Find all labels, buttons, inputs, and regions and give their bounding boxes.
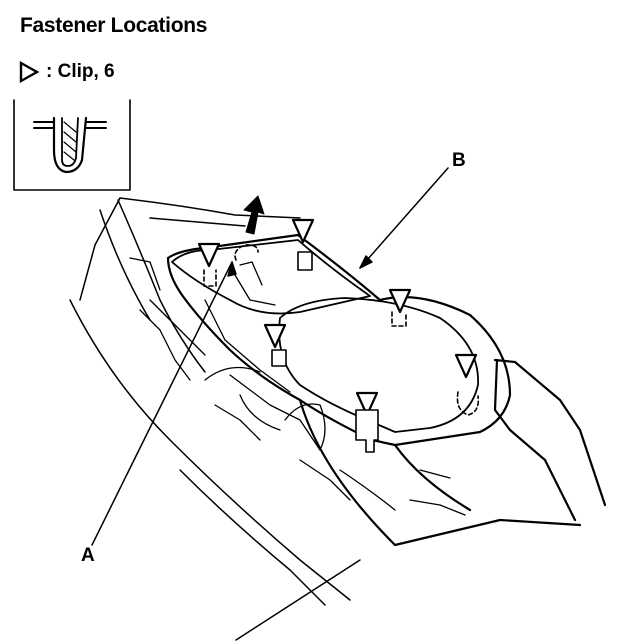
legend: : Clip, 6 bbox=[18, 60, 115, 84]
clip-marker bbox=[197, 242, 221, 268]
console-body bbox=[166, 233, 607, 547]
clip-marker bbox=[388, 288, 412, 314]
callout-leaders bbox=[91, 167, 449, 546]
page-title: Fastener Locations bbox=[20, 14, 208, 37]
callout-b-label: B bbox=[452, 150, 466, 171]
hidden-clip-outlines bbox=[203, 244, 480, 416]
clip-marker bbox=[454, 353, 478, 379]
legend-text: : Clip, 6 bbox=[46, 61, 115, 82]
clip-marker bbox=[263, 323, 287, 349]
clip-markers bbox=[197, 218, 478, 417]
clip-marker bbox=[291, 218, 315, 244]
clip-bodies bbox=[271, 251, 379, 453]
clip-triangle-icon bbox=[19, 60, 40, 84]
clip-detail-inset bbox=[13, 99, 131, 191]
lid-panel-b bbox=[171, 239, 479, 433]
removal-arrow bbox=[243, 195, 265, 235]
clip-marker bbox=[355, 391, 379, 417]
dashboard-trim bbox=[69, 197, 361, 641]
console-interior bbox=[129, 257, 466, 516]
callout-a-label: A bbox=[81, 545, 95, 566]
